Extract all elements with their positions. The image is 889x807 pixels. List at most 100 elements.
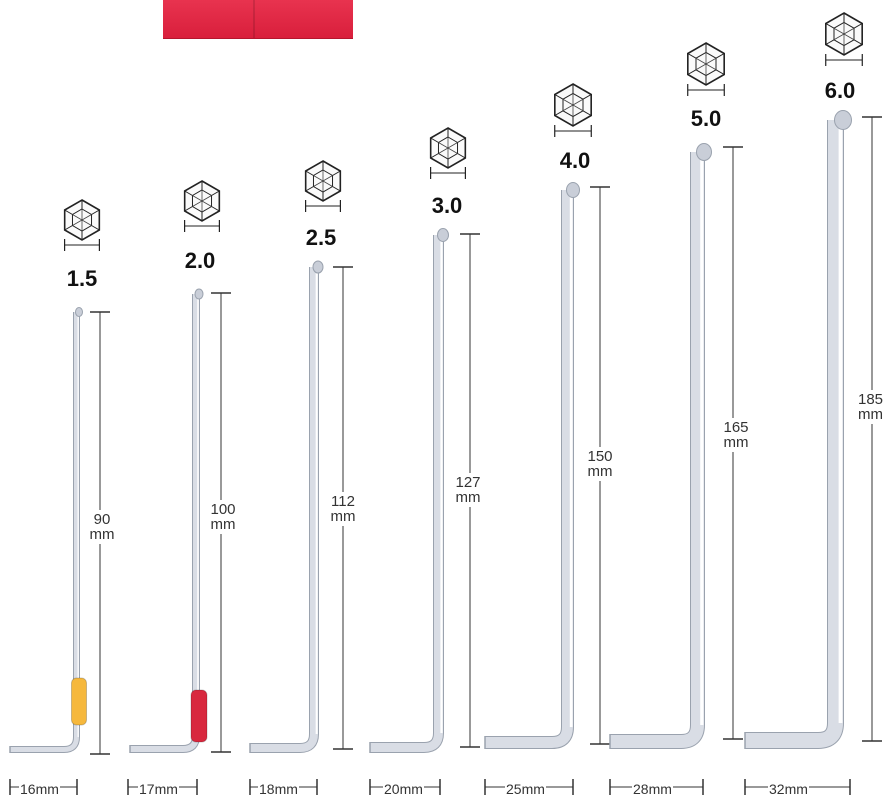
hex-socket-icon-facet [313, 180, 324, 187]
foot-label-16mm: 16mm [19, 781, 60, 797]
hex-socket-icon-spoke [582, 110, 592, 116]
hex-socket-icon-facet [81, 214, 92, 221]
hex-key-body [250, 267, 318, 752]
hex-socket-icon-facet [201, 195, 212, 202]
hex-socket-icon-spoke [715, 53, 725, 59]
size-label-6-0: 6.0 [824, 78, 856, 103]
red-packaging [163, 0, 353, 39]
hex-socket-icon-spoke [332, 170, 341, 176]
size-label-4-0: 4.0 [559, 148, 591, 173]
ball-end [312, 260, 324, 274]
hex-socket-icon-facet [322, 175, 333, 182]
hex-socket-icon-facet [833, 33, 845, 41]
hex-socket-icon-spoke [430, 153, 439, 159]
hex-socket-icon-facet [705, 63, 717, 71]
hex-socket-icon-spoke [184, 206, 193, 212]
hex-socket-icon-spoke [305, 170, 314, 176]
ball-end [75, 307, 83, 317]
hex-key-body-outline [250, 267, 319, 753]
ball-end [834, 110, 852, 130]
hex-socket-icon-spoke [457, 153, 466, 159]
foot-label-25mm: 25mm [505, 781, 546, 797]
hex-socket-icon-spoke [430, 137, 439, 143]
hex-socket-icon-spoke [554, 110, 564, 116]
hex-key-body-outline [370, 235, 444, 753]
hex-socket-icon-facet [447, 147, 458, 154]
size-label-3-0: 3.0 [431, 193, 463, 218]
hex-socket-icon-facet [572, 98, 584, 106]
foot-label-20mm: 20mm [383, 781, 424, 797]
ball-end [696, 143, 712, 161]
hex-socket-icon-spoke [554, 94, 564, 100]
hex-socket-icon-facet [572, 104, 584, 112]
hex-socket-icon-facet [192, 195, 203, 202]
hex-key-body [130, 294, 199, 752]
hex-key-body [10, 312, 79, 752]
foot-label-18mm: 18mm [258, 781, 299, 797]
ball-end [194, 288, 204, 300]
hex-socket-icon-spoke [211, 190, 220, 196]
hex-socket-icon-spoke [715, 69, 725, 75]
hex-socket-icon-facet [201, 200, 212, 207]
size-label-2-0: 2.0 [184, 248, 216, 273]
hex-key-body [610, 152, 704, 748]
grip-sleeve [190, 689, 208, 743]
hex-socket-icon-facet [843, 27, 855, 35]
hex-socket-icon-spoke [184, 190, 193, 196]
hex-socket-icon-facet [562, 98, 574, 106]
hex-socket-icon-facet [833, 27, 845, 35]
hex-socket-icon-facet [72, 214, 83, 221]
foot-label-17mm: 17mm [138, 781, 179, 797]
hex-socket-icon-facet [695, 57, 707, 65]
hex-socket-icon-spoke [853, 39, 863, 45]
size-label-1-5: 1.5 [66, 266, 98, 291]
grip-sleeve [71, 677, 87, 726]
hex-key-body-outline [485, 190, 574, 749]
hex-socket-icon-spoke [64, 225, 73, 231]
foot-label-32mm: 32mm [768, 781, 809, 797]
hex-socket-icon-facet [695, 63, 707, 71]
hex-key-body-outline [10, 312, 80, 753]
hex-socket-icon-spoke [64, 209, 73, 215]
hex-socket-icon-facet [192, 200, 203, 207]
hex-key-body [370, 235, 443, 752]
hex-socket-icon-spoke [211, 206, 220, 212]
hex-socket-icon-facet [438, 147, 449, 154]
hex-socket-icon-facet [438, 142, 449, 149]
hex-socket-icon-spoke [687, 53, 697, 59]
hex-key-body-outline [610, 152, 705, 749]
hex-socket-icon-spoke [687, 69, 697, 75]
hex-socket-icon-facet [81, 219, 92, 226]
hex-socket-icon-facet [447, 142, 458, 149]
hex-socket-icon-facet [562, 104, 574, 112]
hex-socket-icon-facet [322, 180, 333, 187]
hex-socket-icon-spoke [91, 209, 100, 215]
hex-socket-icon-spoke [305, 186, 314, 192]
foot-label-28mm: 28mm [632, 781, 673, 797]
hex-socket-icon-spoke [853, 23, 863, 29]
hex-socket-icon-spoke [825, 23, 835, 29]
hex-socket-icon-facet [843, 33, 855, 41]
hex-socket-icon-facet [705, 57, 717, 65]
hex-key-body-outline [745, 120, 844, 749]
hex-socket-icon-spoke [582, 94, 592, 100]
ball-end [566, 182, 580, 198]
size-label-2-5: 2.5 [305, 225, 337, 250]
hex-key-body [745, 120, 843, 748]
ball-end [437, 228, 449, 242]
hex-socket-icon-spoke [825, 39, 835, 45]
hex-socket-icon-facet [313, 175, 324, 182]
hex-socket-icon-spoke [457, 137, 466, 143]
hex-socket-icon-facet [72, 219, 83, 226]
hex-socket-icon-spoke [91, 225, 100, 231]
hex-key-body [485, 190, 573, 748]
hex-socket-icon-spoke [332, 186, 341, 192]
